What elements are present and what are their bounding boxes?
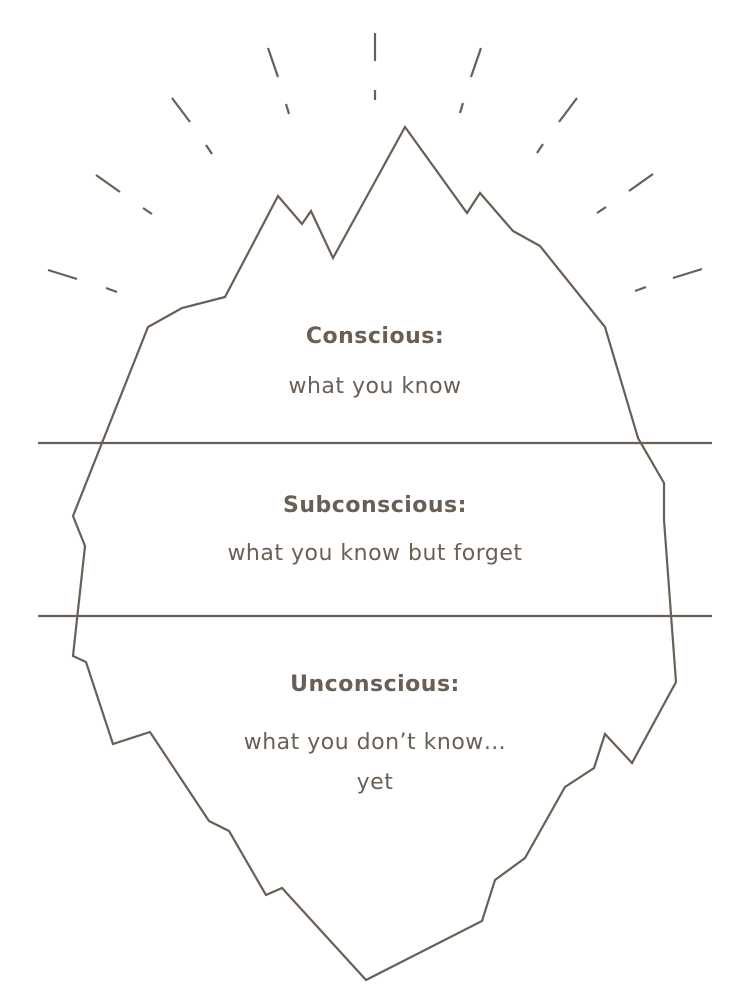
unconscious-description-line1: what you don’t know… bbox=[243, 730, 507, 755]
conscious-heading: Conscious: bbox=[305, 324, 445, 349]
ray-dash bbox=[536, 143, 544, 154]
ray-dash bbox=[142, 207, 153, 215]
ray bbox=[628, 173, 654, 192]
ray-dash bbox=[284, 103, 291, 115]
iceberg-outline bbox=[71, 124, 678, 982]
ray bbox=[672, 267, 703, 280]
ray-dash bbox=[205, 144, 213, 155]
ray-dash bbox=[596, 206, 607, 214]
ray-dash bbox=[458, 102, 465, 114]
ray bbox=[47, 268, 78, 281]
unconscious-description-line2: yet bbox=[356, 770, 394, 795]
subconscious-description: what you know but forget bbox=[227, 541, 523, 566]
ray-dash bbox=[634, 285, 647, 293]
subconscious-heading: Subconscious: bbox=[283, 493, 467, 518]
ray bbox=[171, 97, 191, 123]
ray bbox=[469, 47, 483, 78]
ray bbox=[95, 174, 121, 193]
ray-dash bbox=[105, 286, 118, 294]
light-rays bbox=[47, 33, 703, 294]
unconscious-heading: Unconscious: bbox=[290, 672, 460, 697]
ray bbox=[558, 97, 578, 123]
conscious-description: what you know bbox=[288, 374, 462, 399]
ray bbox=[266, 47, 280, 78]
